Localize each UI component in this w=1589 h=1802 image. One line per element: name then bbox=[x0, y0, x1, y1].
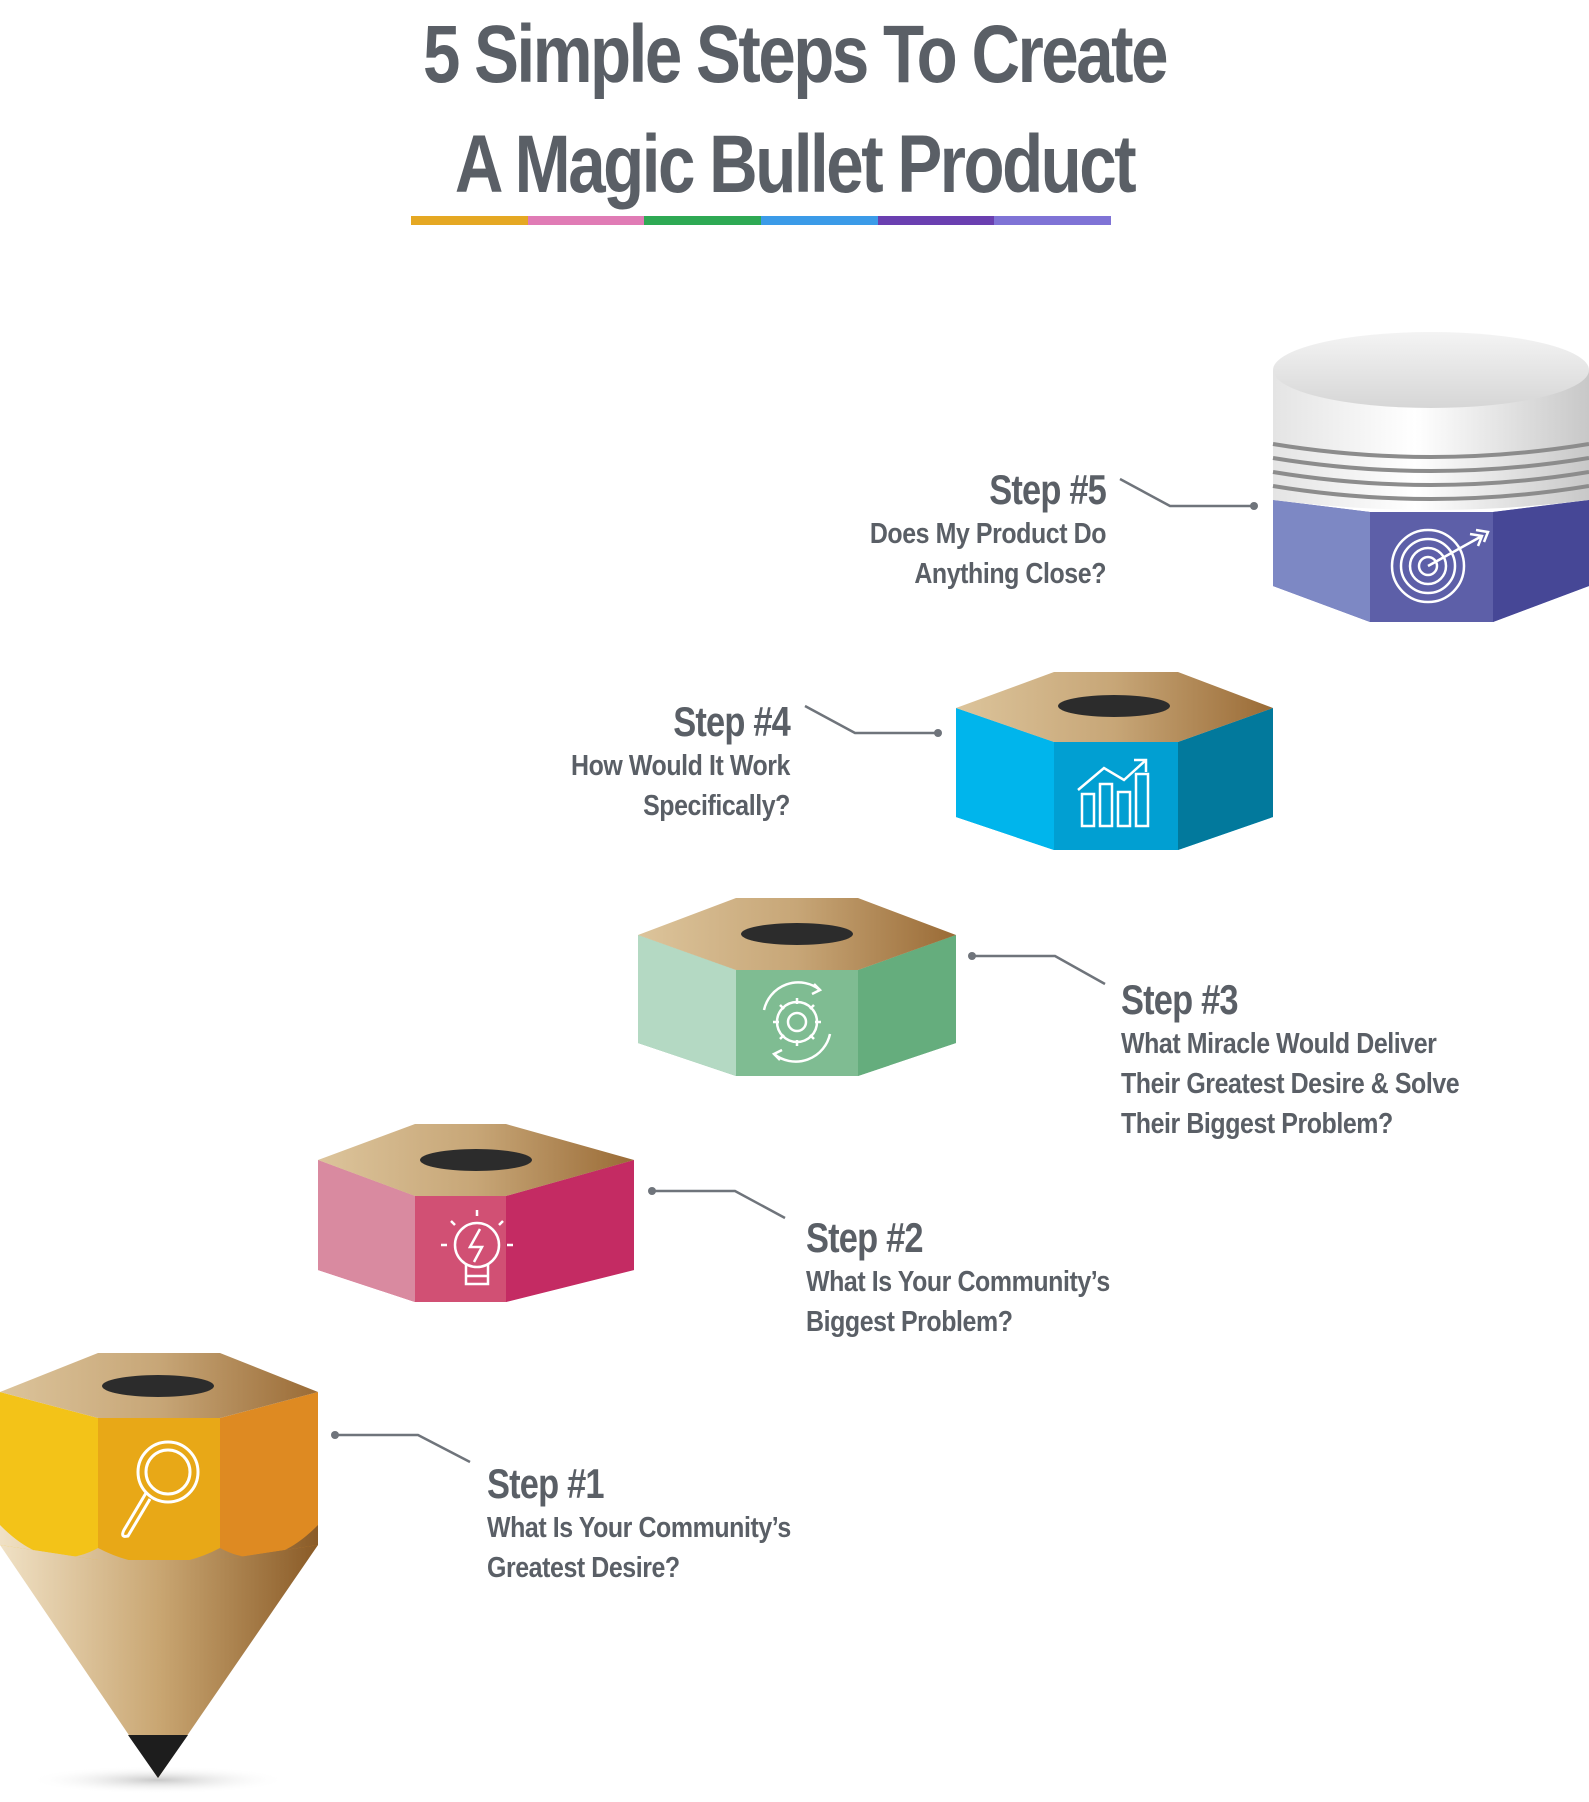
underline-segment-5 bbox=[877, 216, 995, 225]
step-3-label: Step #3 What Miracle Would Deliver Their… bbox=[1121, 976, 1581, 1144]
title-underline-bar bbox=[411, 216, 1112, 225]
step-5-label: Step #5 Does My Product Do Anything Clos… bbox=[706, 466, 1107, 594]
step-5-pencil-segment bbox=[1272, 332, 1589, 622]
step-3-desc-line-2: Their Greatest Desire & Solve bbox=[1121, 1068, 1460, 1100]
step-1-leader-line bbox=[335, 1433, 471, 1464]
step-3-desc-line-3: Their Biggest Problem? bbox=[1121, 1108, 1393, 1140]
step-2-pencil-segment bbox=[318, 1124, 634, 1302]
underline-segment-2 bbox=[527, 216, 645, 225]
leader-lines bbox=[335, 477, 1254, 1464]
step-1-pencil-tip bbox=[0, 1353, 318, 1794]
magnifier-icon bbox=[121, 1440, 200, 1538]
step-4-leader-line bbox=[804, 704, 938, 735]
step-1-label: Step #1 What Is Your Community’s Greates… bbox=[487, 1460, 907, 1588]
underline-segment-3 bbox=[644, 216, 762, 225]
step-5-desc-line-1: Does My Product Do bbox=[869, 518, 1107, 550]
step-2-desc-line-2: Biggest Problem? bbox=[806, 1306, 1013, 1338]
lightbulb-icon bbox=[441, 1210, 513, 1286]
step-3-desc-line-1: What Miracle Would Deliver bbox=[1121, 1028, 1437, 1060]
step-5-leader-line bbox=[1119, 477, 1254, 508]
step-4-heading: Step #4 bbox=[673, 698, 791, 745]
step-3-pencil-segment bbox=[638, 898, 956, 1076]
step-5-desc-line-2: Anything Close? bbox=[914, 558, 1106, 590]
step-3-heading: Step #3 bbox=[1121, 976, 1239, 1023]
step-2-leader-line bbox=[652, 1189, 786, 1220]
step-4-desc-line-1: How Would It Work bbox=[571, 750, 790, 782]
leader-dots bbox=[331, 502, 1258, 1439]
step-3-leader-line bbox=[972, 954, 1106, 986]
growth-chart-icon bbox=[1077, 758, 1150, 828]
step-4-desc-line-2: Specifically? bbox=[643, 790, 790, 822]
step-2-label: Step #2 What Is Your Community’s Biggest… bbox=[806, 1214, 1226, 1342]
step-2-desc-line-1: What Is Your Community’s bbox=[806, 1266, 1110, 1298]
step-4-pencil-segment bbox=[956, 672, 1273, 850]
step-4-label: Step #4 How Would It Work Specifically? bbox=[390, 698, 791, 826]
step-1-heading: Step #1 bbox=[487, 1460, 605, 1507]
step-2-heading: Step #2 bbox=[806, 1214, 924, 1261]
title-line-2: A Magic Bullet Product bbox=[454, 119, 1137, 210]
gear-cycle-icon bbox=[762, 981, 832, 1063]
underline-segment-6 bbox=[994, 216, 1112, 225]
step-5-heading: Step #5 bbox=[989, 466, 1107, 513]
underline-segment-4 bbox=[761, 216, 878, 225]
step-1-desc-line-1: What Is Your Community’s bbox=[487, 1512, 791, 1544]
title-line-1: 5 Simple Steps To Create bbox=[422, 9, 1169, 100]
step-1-desc-line-2: Greatest Desire? bbox=[487, 1552, 680, 1584]
target-icon bbox=[1390, 528, 1490, 604]
underline-segment-1 bbox=[411, 216, 528, 225]
